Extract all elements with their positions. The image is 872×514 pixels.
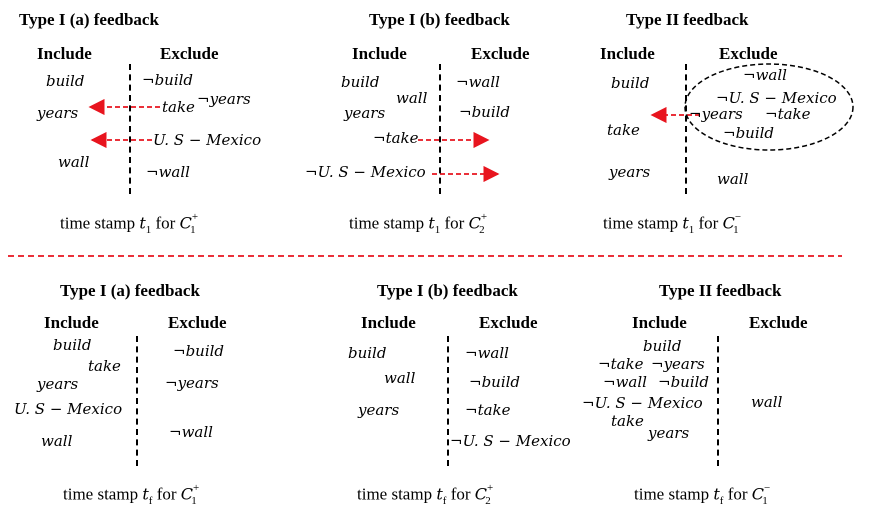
include-term: build [53, 336, 92, 354]
exclude-term: take [162, 98, 195, 116]
include-term: ¬build [658, 373, 710, 391]
include-header-bottom-b: Include [361, 313, 416, 332]
exclude-term: wall [717, 170, 749, 188]
exclude-term: ¬U. S − Mexico [450, 432, 571, 450]
include-term: build [643, 337, 682, 355]
include-term: years [648, 424, 690, 442]
exclude-term: ¬take [765, 105, 811, 123]
caption-bottom-c: time stamp tf for C−1 [634, 482, 771, 508]
exclude-term: ¬wall [146, 163, 190, 181]
include-header-bottom-c: Include [632, 313, 687, 332]
caption-top-a: time stamp t1 for C+1 [60, 211, 199, 237]
panel-title-bottom-a: Type I (a) feedback [60, 281, 200, 300]
divider-top-a [129, 64, 131, 194]
divider-bottom-c [717, 336, 719, 466]
caption-bottom-a: time stamp tf for C+1 [63, 482, 200, 508]
include-term: wall [396, 89, 428, 107]
exclude-term: ¬U. S − Mexico [716, 89, 837, 107]
include-term: build [611, 74, 650, 92]
caption-top-b: time stamp t1 for C+2 [349, 211, 488, 237]
include-term: ¬U. S − Mexico [305, 163, 426, 181]
include-term: U. S − Mexico [14, 400, 123, 418]
panel-title-bottom-c: Type II feedback [659, 281, 782, 300]
include-term: years [37, 375, 79, 393]
panel-title-top-a: Type I (a) feedback [19, 10, 159, 29]
exclude-term: ¬build [723, 124, 775, 142]
include-header-top-a: Include [37, 44, 92, 63]
include-term: ¬take [373, 129, 419, 147]
include-header-top-b: Include [352, 44, 407, 63]
include-term: ¬wall [603, 373, 647, 391]
exclude-term: ¬build [459, 103, 511, 121]
include-term: wall [384, 369, 416, 387]
exclude-term: ¬wall [456, 73, 500, 91]
divider-top-b [439, 64, 441, 194]
include-term: years [358, 401, 400, 419]
include-term: build [46, 72, 85, 90]
include-term: years [37, 104, 79, 122]
exclude-term: ¬build [142, 71, 194, 89]
exclude-term: ¬take [465, 401, 511, 419]
include-term: wall [41, 432, 73, 450]
exclude-term: ¬years [689, 105, 743, 123]
include-term: take [611, 412, 644, 430]
exclude-term: ¬build [469, 373, 521, 391]
exclude-term: U. S − Mexico [153, 131, 262, 149]
include-term: ¬years [651, 355, 705, 373]
include-term: take [607, 121, 640, 139]
include-term: ¬U. S − Mexico [582, 394, 703, 412]
exclude-header-top-b: Exclude [471, 44, 530, 63]
include-header-top-c: Include [600, 44, 655, 63]
include-header-bottom-a: Include [44, 313, 99, 332]
include-term: years [609, 163, 651, 181]
exclude-term: wall [751, 393, 783, 411]
exclude-term: ¬build [173, 342, 225, 360]
exclude-header-bottom-c: Exclude [749, 313, 808, 332]
include-term: build [341, 73, 380, 91]
exclude-header-bottom-a: Exclude [168, 313, 227, 332]
exclude-term: ¬years [197, 90, 251, 108]
include-term: wall [58, 153, 90, 171]
panel-title-bottom-b: Type I (b) feedback [377, 281, 518, 300]
panel-title-top-b: Type I (b) feedback [369, 10, 510, 29]
exclude-term: ¬wall [743, 66, 787, 84]
exclude-header-top-a: Exclude [160, 44, 219, 63]
exclude-term: ¬wall [465, 344, 509, 362]
include-term: take [88, 357, 121, 375]
exclude-header-top-c: Exclude [719, 44, 778, 63]
exclude-header-bottom-b: Exclude [479, 313, 538, 332]
divider-bottom-b [447, 336, 449, 466]
include-term: years [344, 104, 386, 122]
exclude-term: ¬years [165, 374, 219, 392]
include-term: build [348, 344, 387, 362]
divider-top-c [685, 64, 687, 194]
panel-title-top-c: Type II feedback [626, 10, 749, 29]
include-term: ¬take [598, 355, 644, 373]
divider-bottom-a [136, 336, 138, 466]
caption-top-c: time stamp t1 for C−1 [603, 211, 742, 237]
exclude-term: ¬wall [169, 423, 213, 441]
caption-bottom-b: time stamp tf for C+2 [357, 482, 494, 508]
